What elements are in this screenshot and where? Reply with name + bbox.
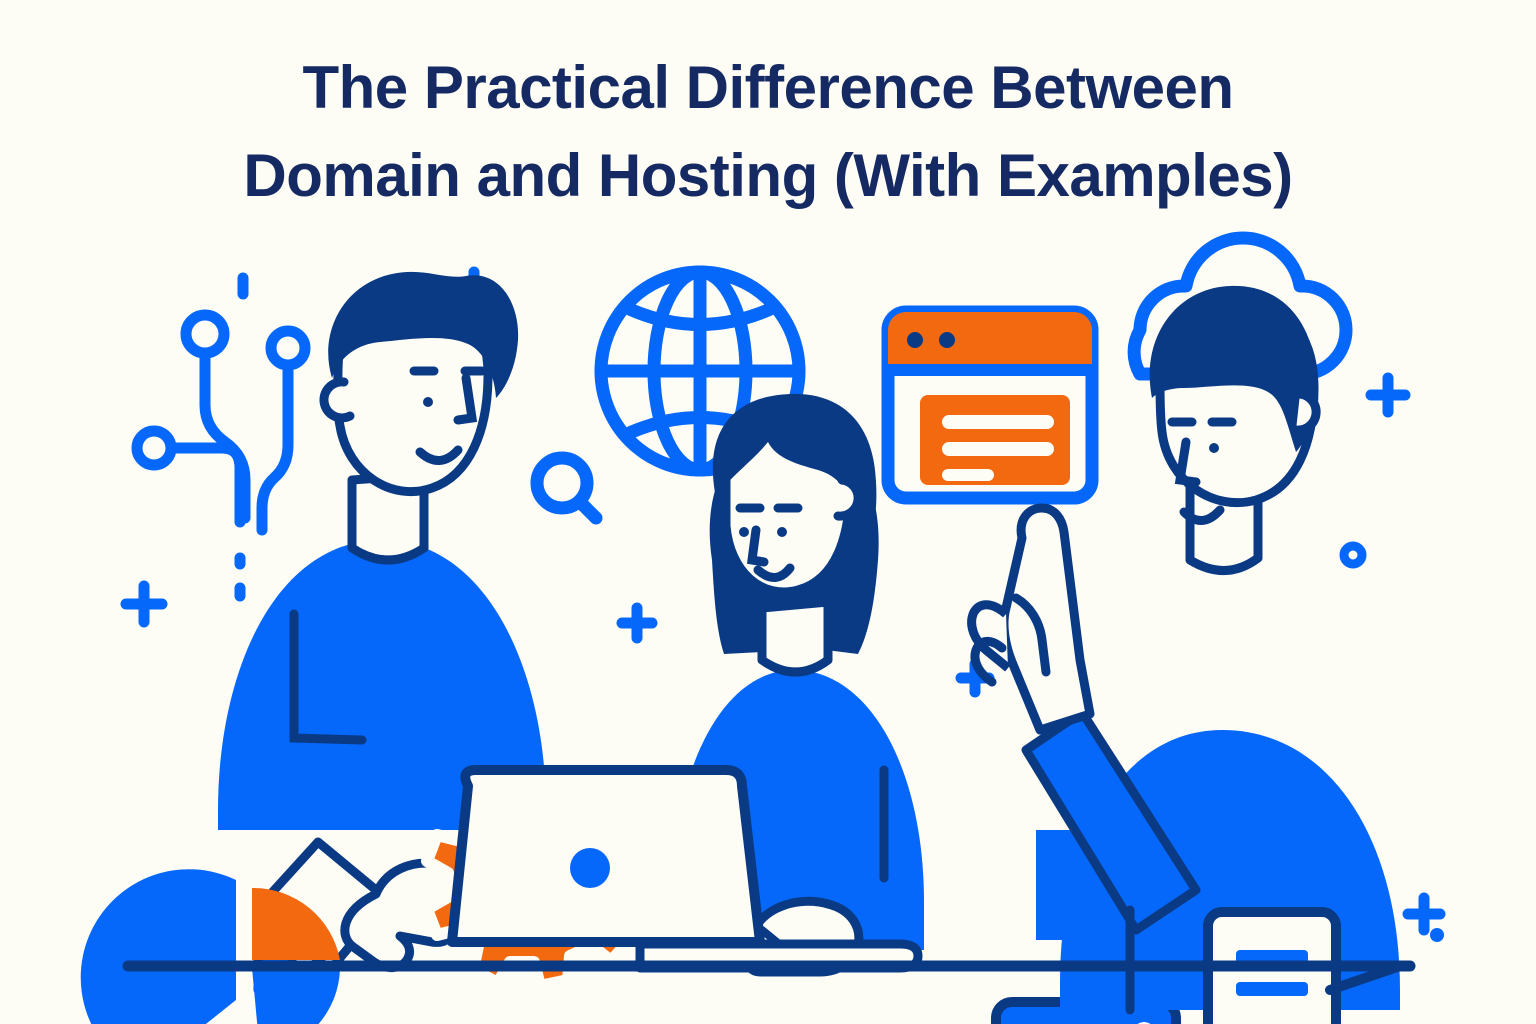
person-left-ear <box>319 377 355 423</box>
plus-icon <box>1365 372 1411 418</box>
pie-slice-major <box>80 869 236 1024</box>
laptop-logo <box>570 848 610 888</box>
hero-illustration <box>0 230 1536 1024</box>
content-line <box>942 415 1054 429</box>
content-line <box>942 469 994 481</box>
person-left-body <box>218 540 546 830</box>
person-center-neck <box>757 597 833 677</box>
person-left-neck <box>347 470 429 565</box>
circuit-decoration-icon <box>131 272 311 602</box>
page-title: The Practical Difference Between Domain … <box>0 44 1536 220</box>
person-right-ear <box>1291 389 1321 435</box>
illustration-svg <box>80 231 1446 1024</box>
person-center <box>672 393 924 977</box>
pie-slice-orange <box>252 887 340 960</box>
plus-icon <box>1402 892 1446 936</box>
browser-dot-icon <box>939 332 955 348</box>
person-right-face <box>1167 417 1237 525</box>
pie-chart-icon[interactable] <box>80 869 340 1024</box>
person-center-hair-front <box>712 393 877 548</box>
browser-window-icon[interactable] <box>881 305 1099 505</box>
pie-slice-minor <box>252 968 340 1024</box>
ring-dot-icon <box>1339 541 1367 569</box>
page-title-line-2: Domain and Hosting (With Examples) <box>243 142 1293 209</box>
person-left-arm-lower <box>289 609 367 745</box>
solid-dot-icon <box>1430 928 1444 942</box>
content-line <box>942 442 1054 456</box>
plus-icon <box>120 580 168 628</box>
browser-dot-icon <box>907 332 923 348</box>
person-center-face-details <box>735 503 803 582</box>
person-center-ear <box>833 475 863 521</box>
browser-content-card <box>920 395 1070 485</box>
page-title-line-1: The Practical Difference Between <box>302 54 1234 121</box>
magnifier-icon <box>530 451 603 525</box>
person-right-pointing-hand <box>967 503 1095 735</box>
document-line <box>1236 982 1308 996</box>
person-left-hair <box>328 271 519 398</box>
plus-icon <box>616 602 658 644</box>
person-right-hair <box>1149 285 1317 452</box>
person-left-face <box>409 366 487 465</box>
